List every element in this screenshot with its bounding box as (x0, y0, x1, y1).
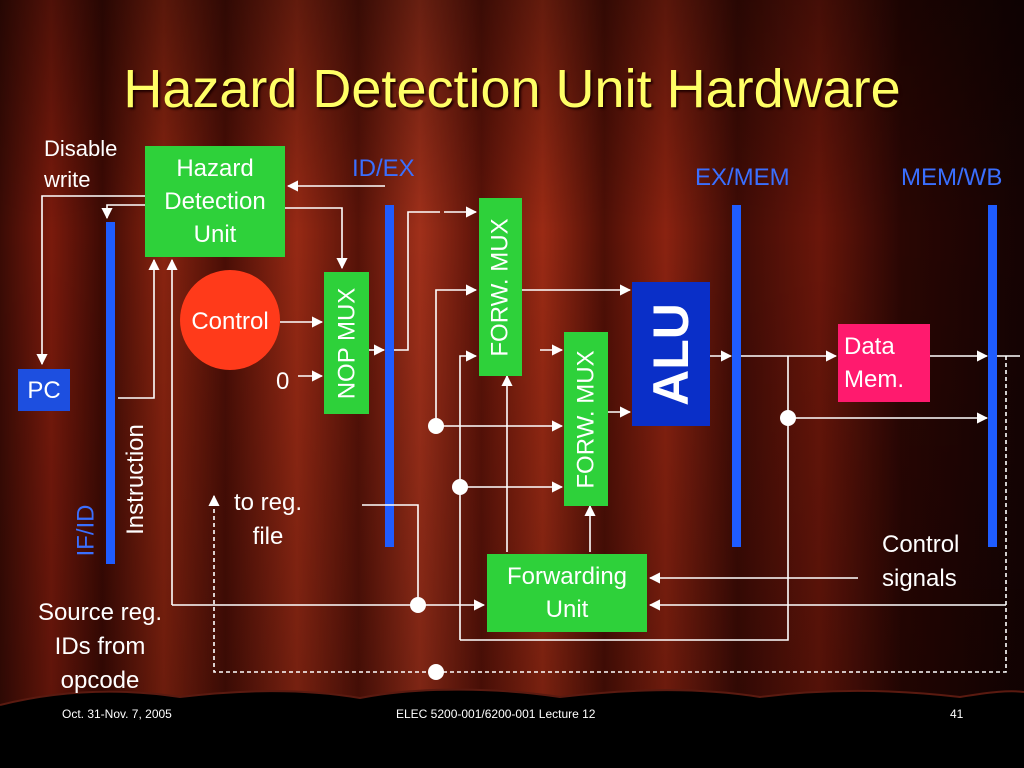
mem-wb-label: MEM/WB (901, 164, 1003, 191)
memwb-feedback-wire (208, 356, 1007, 673)
ex-mem-label: EX/MEM (695, 164, 790, 191)
footer-date: Oct. 31-Nov. 7, 2005 (62, 707, 172, 721)
exmem-feedback-wire (460, 356, 789, 641)
hazard-detection-unit-box: Hazard Detection Unit (145, 146, 285, 257)
data-mem-box: Data Mem. (838, 324, 930, 402)
footer-page-number: 41 (950, 707, 964, 721)
forw-mux-1-label: FORW. MUX (487, 217, 515, 357)
id-ex-label: ID/EX (352, 155, 415, 182)
instruction-label: Instruction (121, 423, 149, 535)
forw1-in-b-wire (435, 284, 478, 426)
idex-to-fwd-wire (362, 504, 419, 605)
mem-wb-register (988, 205, 997, 547)
alu-box: ALU (632, 282, 710, 426)
instruction-label-wrap: Instruction (118, 408, 152, 550)
forw-mux-1-box: FORW. MUX (479, 198, 522, 376)
slide-title: Hazard Detection Unit Hardware (123, 59, 901, 119)
if-id-label-wrap: IF/ID (68, 496, 104, 564)
pc-box: PC (18, 369, 70, 411)
junction-dot (428, 418, 444, 434)
ex-mem-register (732, 205, 741, 547)
control-signals-label: Control signals (882, 531, 960, 592)
to-reg-file-label: to reg. file (233, 489, 303, 550)
instruction-to-hazard-wire (118, 258, 160, 399)
control-oval (180, 270, 280, 370)
disable-write-wire (36, 195, 145, 366)
footer-course: ELEC 5200-001/6200-001 Lecture 12 (396, 707, 596, 721)
alu-label: ALU (642, 302, 699, 406)
nop-mux-label: NOP MUX (333, 287, 361, 399)
hazard-to-nop-wire (285, 207, 348, 270)
junction-dot (428, 664, 444, 680)
if-id-register (106, 222, 115, 564)
source-reg-label: Source reg. IDs from opcode (37, 599, 163, 694)
junction-dot (452, 479, 468, 495)
nop-mux-box: NOP MUX (324, 272, 369, 414)
forw-mux-2-label: FORW. MUX (572, 349, 600, 489)
idex-out-wire (394, 211, 440, 351)
forw-mux-2-box: FORW. MUX (564, 332, 608, 506)
if-id-label: IF/ID (72, 504, 100, 556)
id-ex-register (385, 205, 394, 547)
disable-write-label: Disable write (44, 136, 118, 192)
zero-label: 0 (276, 368, 290, 395)
forw1-in-c-wire (459, 350, 478, 640)
junction-dot (410, 597, 426, 613)
junction-dot (780, 410, 796, 426)
forwarding-unit-box: Forwarding Unit (487, 554, 647, 632)
control-label: Control (191, 307, 269, 335)
hazard-to-ifid-wire (101, 204, 145, 220)
